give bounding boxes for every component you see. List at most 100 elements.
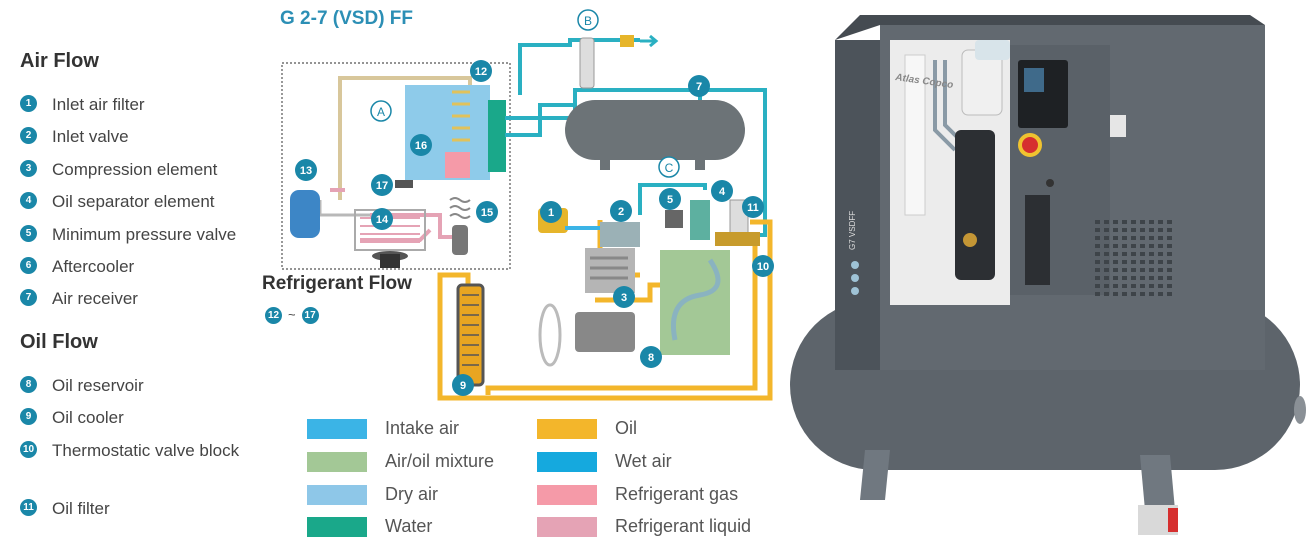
legend-label: Dry air — [385, 484, 438, 504]
number-badge: 4 — [20, 192, 37, 209]
callout-4: 4 — [711, 180, 733, 202]
oil-line-outer — [437, 219, 773, 401]
refrigerant-flow-title: Refrigerant Flow — [262, 273, 412, 294]
legend-label: Water — [385, 516, 433, 536]
callout-14: 14 — [371, 208, 393, 230]
oil-flow-item: 8 Oil reservoir — [20, 374, 144, 398]
machine-foot-left — [860, 450, 890, 500]
emergency-stop-button — [1018, 133, 1042, 157]
refrigerant-chamber — [445, 152, 470, 178]
svg-text:12: 12 — [475, 66, 487, 78]
svg-text:C: C — [665, 161, 674, 175]
panel-indicator — [1046, 179, 1054, 187]
filter-cartridge-top — [975, 40, 1010, 60]
number-badge: 8 — [20, 376, 37, 393]
legend-entry: Water — [307, 516, 432, 537]
tank-end-cap — [1294, 396, 1306, 424]
callout-17: 17 — [371, 174, 393, 196]
interior-panel — [904, 54, 926, 216]
air-flow-item: 1 Inlet air filter — [20, 93, 145, 117]
svg-text:1: 1 — [548, 207, 554, 219]
compressor-machine: Atlas Copco G7 VSDFF — [790, 15, 1306, 535]
sight-glass — [963, 233, 977, 247]
callout-5: 5 — [659, 188, 681, 210]
refrigerant-receiver — [290, 190, 320, 238]
machine-foot-right — [1140, 455, 1175, 510]
air-receiver-foot-right — [695, 158, 705, 170]
legend-label: Intake air — [385, 418, 460, 438]
svg-text:9: 9 — [460, 380, 466, 392]
range-start-badge: 12 — [265, 307, 282, 324]
item-label: Thermostatic valve block — [52, 441, 240, 460]
refrigerant-line-grey — [318, 200, 370, 217]
svg-text:13: 13 — [300, 165, 312, 177]
dryer-water-section — [488, 100, 506, 172]
legend-swatch — [307, 451, 367, 472]
min-pressure-valve — [665, 210, 683, 228]
item-label: Oil separator element — [52, 192, 215, 211]
drain-valve — [1168, 508, 1178, 532]
callout-13: 13 — [295, 159, 317, 181]
qr-label — [1110, 115, 1126, 137]
dryer-boundary — [281, 62, 511, 270]
svg-text:2: 2 — [618, 206, 624, 218]
svg-text:5: 5 — [667, 194, 673, 206]
legend-swatch — [307, 418, 367, 439]
number-badge: 1 — [20, 95, 37, 112]
legend-swatch — [537, 484, 597, 505]
outlet-arrow — [640, 34, 659, 48]
number-badge: 7 — [20, 289, 37, 306]
item-label: Oil reservoir — [52, 376, 144, 395]
item-label: Compression element — [52, 160, 218, 179]
oil-separator — [690, 200, 710, 240]
svg-text:14: 14 — [376, 214, 389, 226]
compression-element — [585, 248, 635, 293]
aftercooler-line — [505, 88, 767, 237]
drive-motor — [575, 312, 635, 352]
legend-label: Air/oil mixture — [385, 451, 495, 471]
legend-label: Wet air — [615, 451, 672, 471]
marker-a: A — [370, 100, 392, 122]
legend-entry: Intake air — [307, 418, 459, 439]
refrigerant-line-pink — [330, 188, 460, 242]
svg-text:11: 11 — [747, 202, 759, 214]
number-badge: 11 — [20, 499, 37, 516]
number-badge: 10 — [20, 441, 37, 458]
oil-flow-item: 10 Thermostatic valve block — [20, 439, 239, 463]
item-label: Oil filter — [52, 499, 110, 518]
callout-2: 2 — [610, 200, 632, 222]
discharge-line — [638, 183, 707, 215]
model-label: G7 VSDFF — [848, 211, 857, 250]
svg-text:16: 16 — [415, 140, 427, 152]
item-label: Inlet air filter — [52, 95, 145, 114]
marker-c: C — [658, 156, 680, 178]
item-label: Minimum pressure valve — [52, 225, 237, 244]
legend-entry: Dry air — [307, 484, 438, 505]
range-separator: ~ — [288, 307, 296, 322]
callout-12: 12 — [470, 60, 492, 82]
air-flow-title: Air Flow — [20, 50, 99, 72]
callout-7: 7 — [688, 75, 710, 97]
cabinet-grille — [1095, 220, 1172, 296]
svg-text:15: 15 — [481, 207, 493, 219]
oil-reservoir — [660, 250, 730, 355]
range-end-badge: 17 — [301, 307, 319, 324]
oil-cooler-fins — [462, 294, 479, 366]
air-receiver-tank — [565, 100, 745, 160]
oil-flow-title: Oil Flow — [20, 331, 98, 353]
legend-label: Refrigerant gas — [615, 484, 739, 504]
refrigerant-range: 12 ~ 17 — [265, 305, 319, 324]
refrigerant-compressor — [452, 225, 468, 255]
svg-text:10: 10 — [757, 261, 769, 273]
item-label: Air receiver — [52, 289, 138, 308]
legend-swatch — [307, 516, 367, 537]
legend-entry: Wet air — [537, 451, 672, 472]
callout-8: 8 — [640, 346, 662, 368]
air-flow-item: 4 Oil separator element — [20, 190, 215, 214]
callout-16: 16 — [410, 134, 432, 156]
condenser — [354, 209, 426, 251]
cooling-fan — [538, 303, 562, 367]
